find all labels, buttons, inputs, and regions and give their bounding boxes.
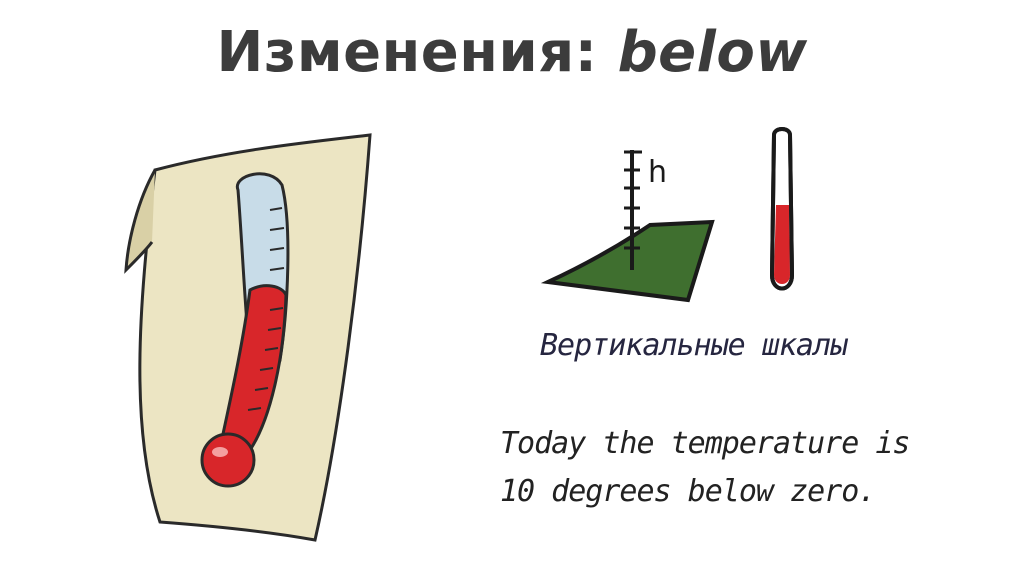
title-prefix: Изменения: <box>216 20 598 85</box>
example-line-2: 10 degrees below zero. <box>500 474 876 509</box>
small-thermometer-icon <box>769 127 795 291</box>
thermometer-ticks <box>247 207 285 411</box>
thermometer-illustration <box>124 133 372 542</box>
example-line-1: Today the temperature is <box>500 426 910 461</box>
thermometer-mercury <box>218 284 288 452</box>
diagram-caption: Вертикальные шкалы <box>540 328 848 363</box>
scale-ticks <box>624 150 642 250</box>
example-sentence: Today the temperature is 10 degrees belo… <box>500 420 920 516</box>
scale-label: h <box>648 155 667 190</box>
page-title: Изменения: below <box>0 20 1024 85</box>
small-thermometer-mercury <box>774 205 790 284</box>
vertical-scale-sketch: h <box>540 150 715 303</box>
title-word: below <box>617 20 808 85</box>
paper-curl <box>124 169 157 274</box>
thermometer-bulb <box>200 432 256 488</box>
